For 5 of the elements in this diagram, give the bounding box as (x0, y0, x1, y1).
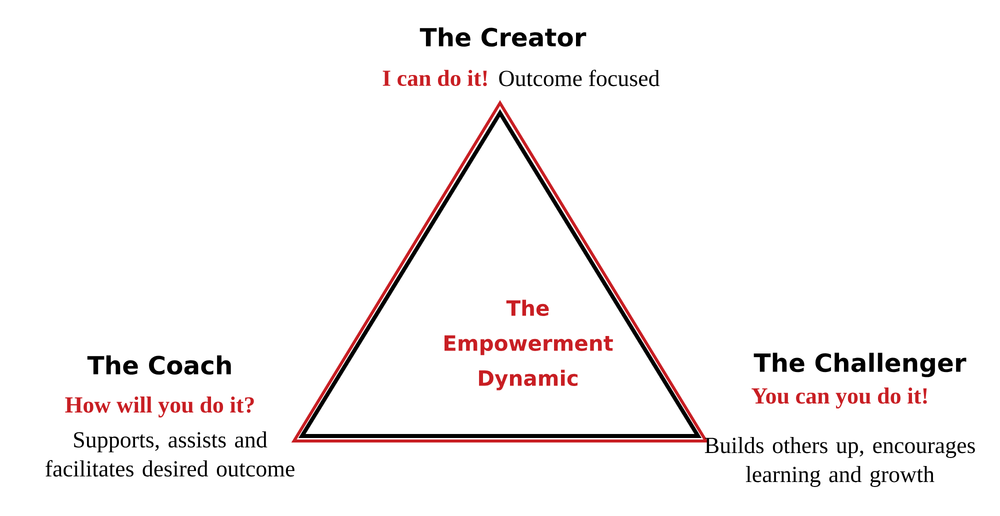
tagline: How will you do it? (65, 396, 254, 418)
tagline: You can you do it! (752, 388, 927, 408)
heading: The Coach (87, 355, 231, 375)
heading: The Challenger (754, 352, 966, 378)
heading: The Creator (420, 27, 586, 47)
